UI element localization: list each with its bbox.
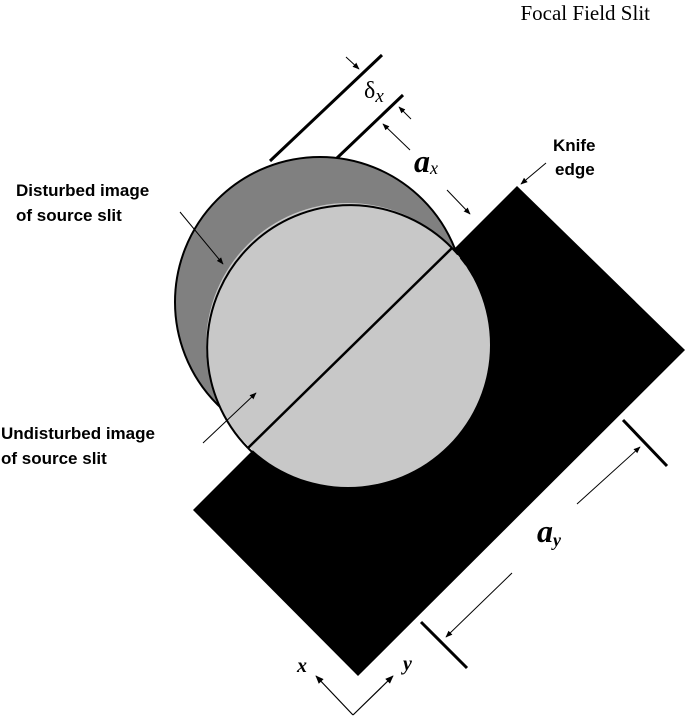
ax-arrow-upper [382, 123, 411, 151]
axis-y-label: y [401, 653, 412, 675]
disturbed-label-line2: of source slit [16, 206, 122, 225]
slit-line-inner [335, 93, 405, 160]
knife-edge-label-line1: Knife [553, 136, 596, 155]
delta-x-label: δx [364, 78, 384, 107]
ax-arrow-lower [446, 189, 471, 215]
undisturbed-solid-outline [206, 204, 453, 449]
diagram-title: Focal Field Slit [520, 1, 650, 25]
ay-label: ay [537, 513, 562, 550]
disturbed-pointer [179, 211, 224, 265]
ax-label: ax [414, 143, 438, 179]
ay-arrow-lower [445, 572, 513, 638]
disturbed-dashed-outline [247, 247, 494, 492]
undisturbed-label-line1: Undisturbed image [1, 424, 155, 443]
ay-tick-lower [419, 620, 469, 670]
delta-x-arrow-upper [345, 56, 360, 70]
undisturbed-label-line2: of source slit [1, 449, 107, 468]
knife-edge-line [247, 247, 453, 449]
undisturbed-pointer [202, 392, 257, 444]
delta-x-arrow-lower [398, 106, 412, 120]
slit-line-outer [268, 53, 384, 163]
disturbed-label-line1: Disturbed image [16, 181, 149, 200]
axis-y-arrow [352, 675, 394, 716]
ay-arrow-upper [576, 446, 641, 505]
axis-x-label: x [296, 655, 307, 677]
axis-x-arrow [315, 675, 354, 716]
undisturbed-image-circle [206, 203, 490, 487]
knife-edge-label-line2: edge [555, 160, 595, 179]
ay-tick-upper [621, 418, 669, 468]
knife-edge-pointer [520, 162, 547, 185]
